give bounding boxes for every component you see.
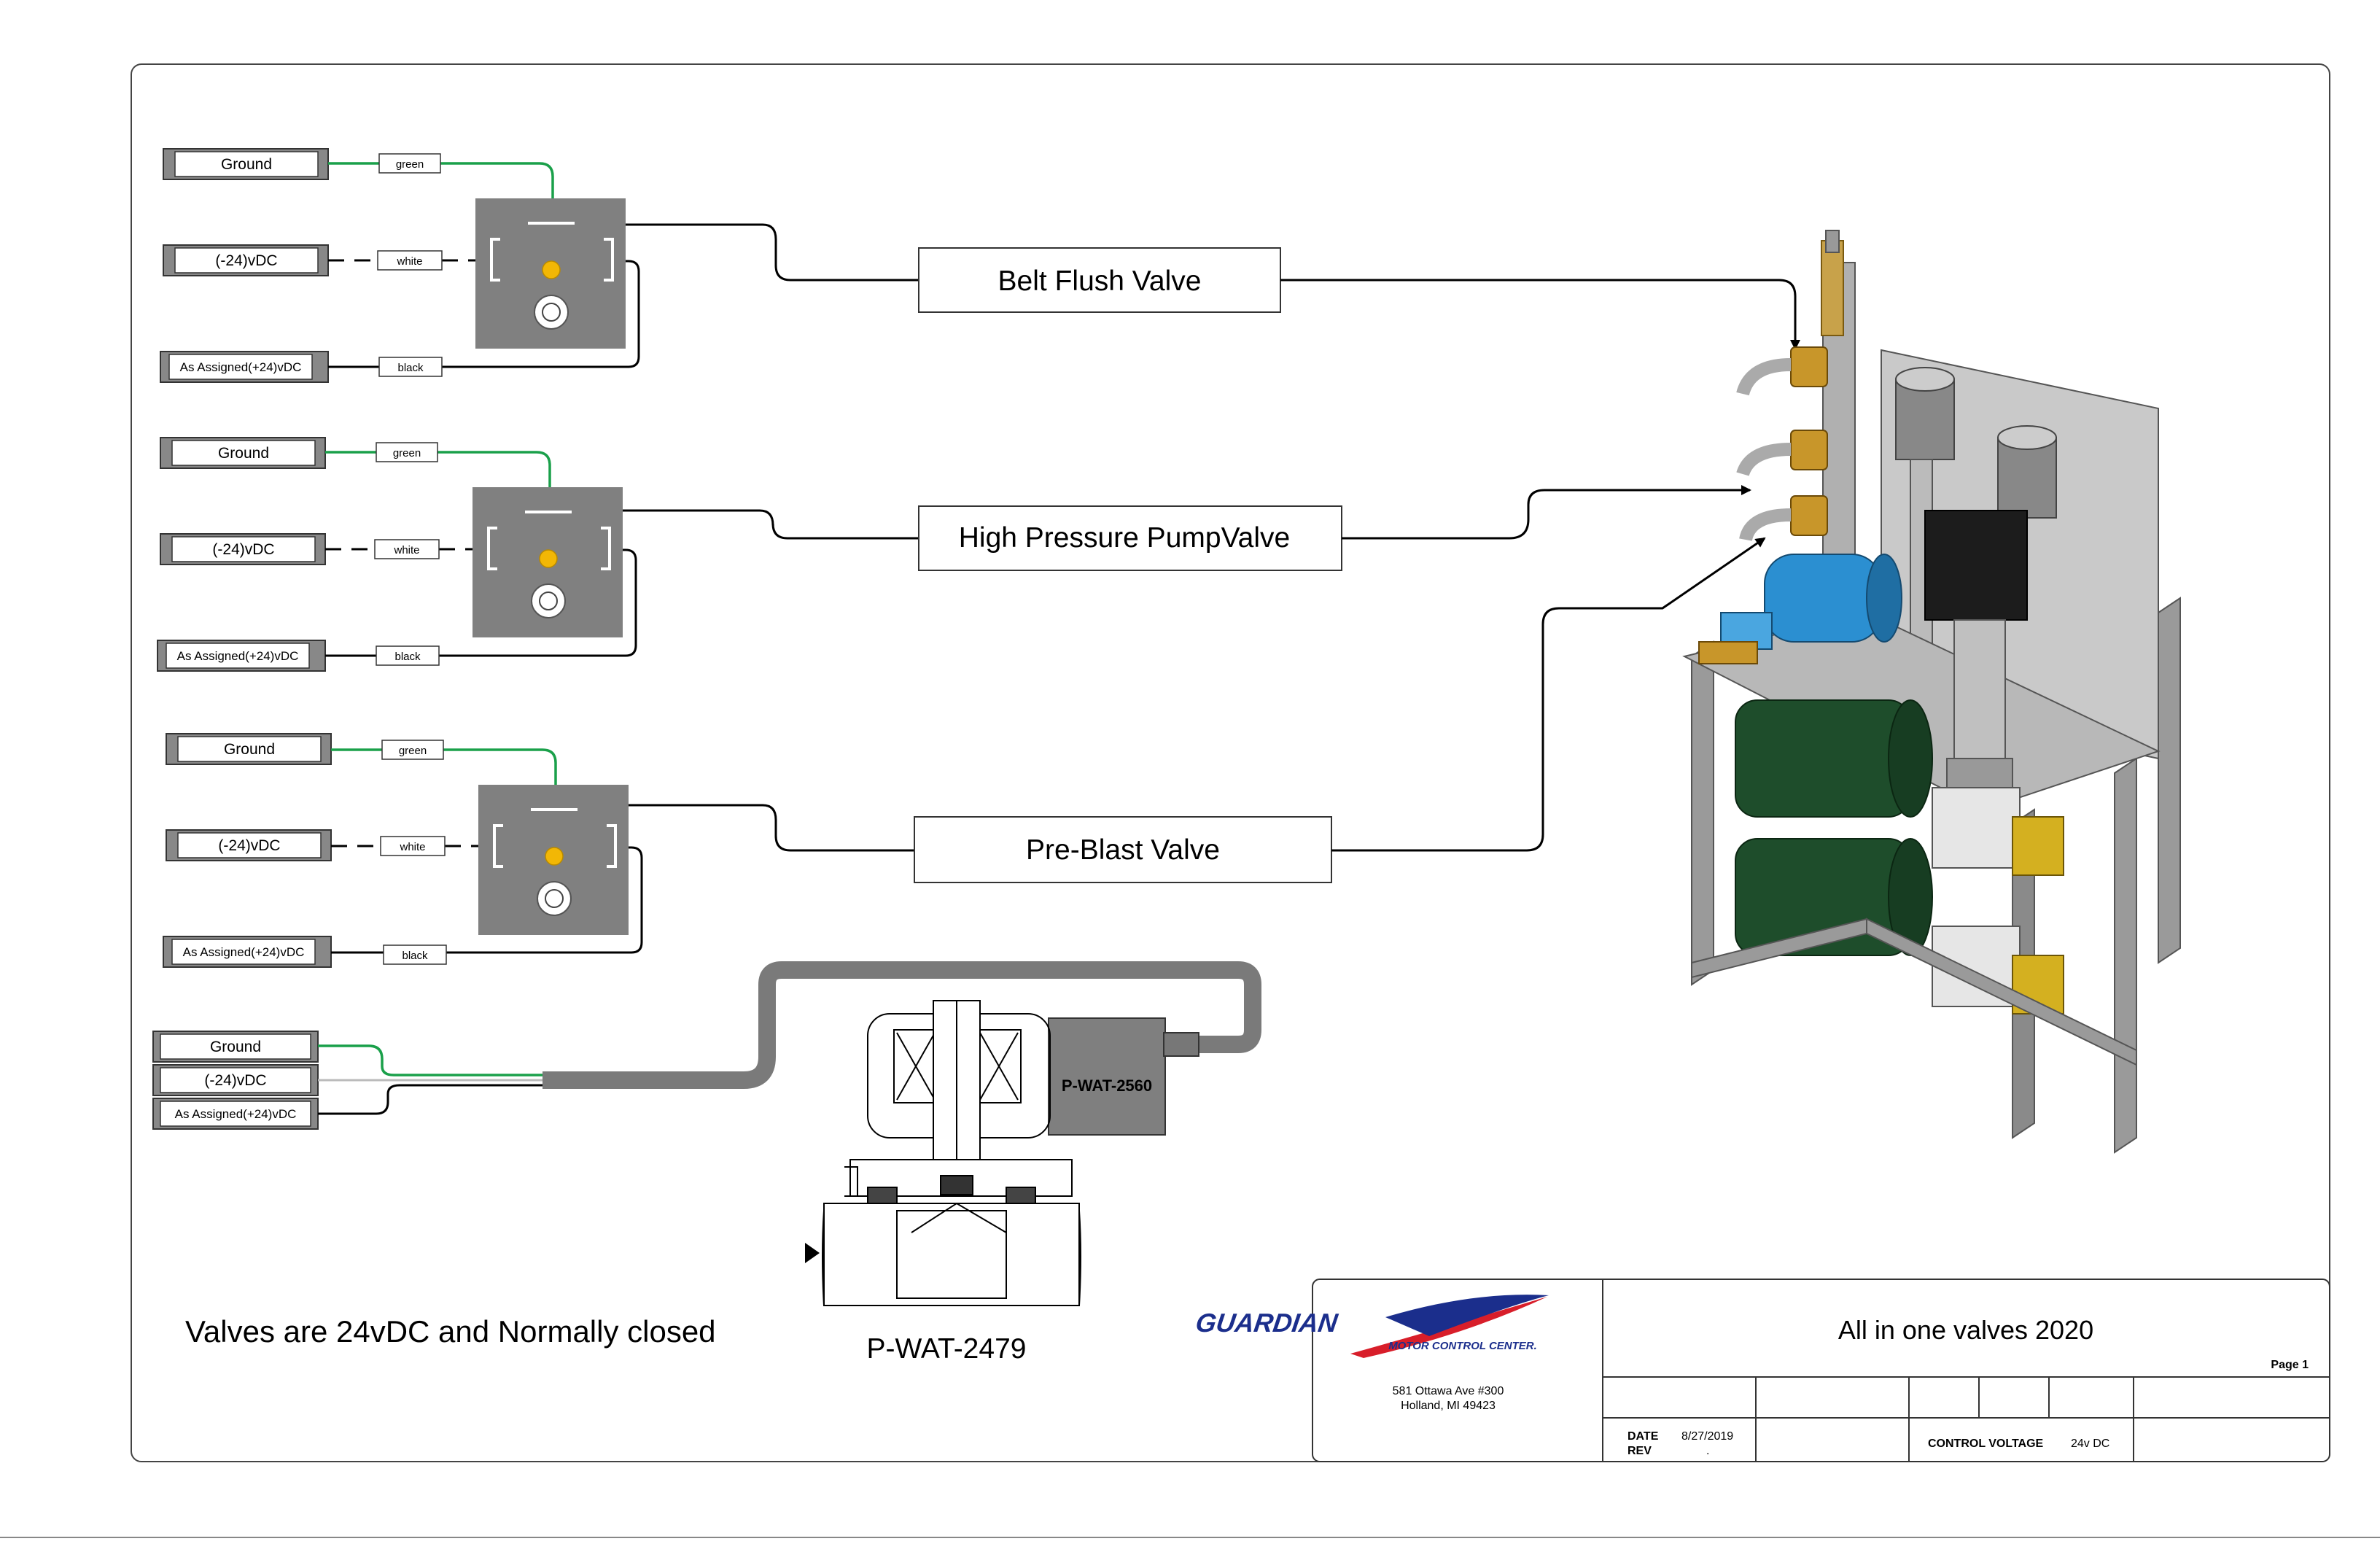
black-wire: [328, 260, 640, 368]
green-wire: [325, 451, 551, 511]
green-wire: [331, 748, 557, 808]
company-logo: GUARDIAN MOTOR CONTROL CENTER.: [1194, 1295, 1549, 1358]
wire-tag-black-text: black: [402, 950, 428, 962]
sheet-border: [131, 63, 2330, 1462]
wiring-group-1: Ground (-24)vDC As Assigned(+24)vDC gree…: [160, 148, 1281, 383]
control-voltage-value: 24v DC: [2071, 1438, 2109, 1450]
wire-tag-green: [381, 740, 444, 760]
address-line-1: 581 Ottawa Ave #300: [1393, 1385, 1504, 1397]
drawing-title: All in one valves 2020: [1838, 1315, 2093, 1345]
coil-label: P-WAT-2560: [1062, 1076, 1152, 1095]
address-line-2: Holland, MI 49423: [1401, 1400, 1496, 1412]
valve-label-box: [918, 505, 1342, 571]
terminal-ground-label: Ground: [210, 1039, 261, 1055]
logo-subtitle: MOTOR CONTROL CENTER.: [1388, 1340, 1537, 1352]
valve-skid-illustration: [1682, 230, 2181, 1154]
black-wire: [318, 1084, 544, 1115]
cable: [542, 961, 1261, 1089]
control-voltage-label: CONTROL VOLTAGE: [1928, 1438, 2044, 1450]
terminal-assigned-label: As Assigned(+24)vDC: [183, 945, 305, 959]
led-indicator: [542, 260, 561, 279]
valve-label-box: [918, 247, 1281, 313]
valve-label: Belt Flush Valve: [998, 265, 1202, 297]
din-connector: [472, 487, 623, 637]
wire-tag-green: [378, 153, 441, 174]
terminal-negative-label: (-24)vDC: [215, 252, 277, 269]
wire-tag-black: [378, 357, 443, 377]
terminal-negative-label: (-24)vDC: [204, 1072, 266, 1089]
led-indicator: [539, 549, 558, 568]
din-connector: [478, 785, 629, 935]
leader-lines: [1280, 279, 1800, 852]
flow-arrow-icon: [805, 1243, 820, 1263]
wire-tag-green-text: green: [399, 745, 427, 757]
wire-tag-black-text: black: [394, 651, 421, 663]
valve-part-label: P-WAT-2479: [867, 1333, 1027, 1365]
din-connector: [475, 198, 626, 349]
wire-tag-white-text: white: [393, 544, 419, 556]
black-wire: [325, 548, 637, 657]
valve-label: High Pressure PumpValve: [959, 522, 1290, 554]
wire-tag-green-text: green: [393, 447, 421, 459]
terminal-negative-label: (-24)vDC: [218, 837, 280, 854]
terminal-ground-label: Ground: [221, 156, 272, 173]
wire-tag-white: [377, 250, 443, 271]
date-value: 8/27/2019: [1681, 1430, 1733, 1443]
wire-tag-black-text: black: [397, 362, 424, 374]
terminal-negative-label: (-24)vDC: [212, 541, 274, 558]
terminal-assigned-label: As Assigned(+24)vDC: [175, 1107, 297, 1121]
valve-label-box: [914, 816, 1332, 883]
green-wire: [328, 162, 554, 222]
black-wire: [331, 846, 643, 954]
wire-tag-white: [380, 836, 446, 856]
wire-tag-green: [376, 442, 438, 462]
wire-tag-white-text: white: [399, 841, 425, 853]
spec-note: Valves are 24vDC and Normally closed: [185, 1314, 716, 1349]
wiring-group-2: Ground (-24)vDC As Assigned(+24)vDC gree…: [157, 437, 1342, 672]
led-indicator: [545, 847, 564, 866]
wire-tag-white: [374, 539, 440, 559]
signal-line: [629, 804, 916, 852]
wiring-group-3: Ground (-24)vDC As Assigned(+24)vDC gree…: [163, 733, 1332, 968]
rev-label: REV: [1628, 1445, 1652, 1457]
solenoid-valve-cutaway: [822, 1000, 1081, 1306]
wire-tag-white-text: white: [396, 255, 422, 268]
logo-wordmark: GUARDIAN: [1194, 1308, 1339, 1338]
terminal-assigned-label: As Assigned(+24)vDC: [177, 649, 299, 663]
solenoid-wiring-group: Ground (-24)vDC As Assigned(+24)vDC P-WA…: [152, 961, 1261, 1365]
terminal-assigned-label: As Assigned(+24)vDC: [180, 360, 302, 374]
wire-tag-black: [383, 944, 447, 965]
signal-line: [623, 509, 920, 540]
signal-line: [626, 223, 920, 282]
green-wire: [318, 1044, 544, 1076]
valve-label: Pre-Blast Valve: [1026, 834, 1220, 866]
rev-value: .: [1706, 1445, 1709, 1457]
wire-tag-green-text: green: [396, 158, 424, 171]
terminal-ground-label: Ground: [224, 741, 275, 758]
page-number: Page 1: [2271, 1359, 2309, 1371]
wire-tag-black: [376, 645, 440, 666]
coil-connector: [1048, 1017, 1166, 1136]
date-label: DATE: [1628, 1430, 1659, 1443]
title-block: GUARDIAN MOTOR CONTROL CENTER. 581 Ottaw…: [1194, 1279, 2330, 1462]
terminal-ground-label: Ground: [218, 445, 269, 462]
